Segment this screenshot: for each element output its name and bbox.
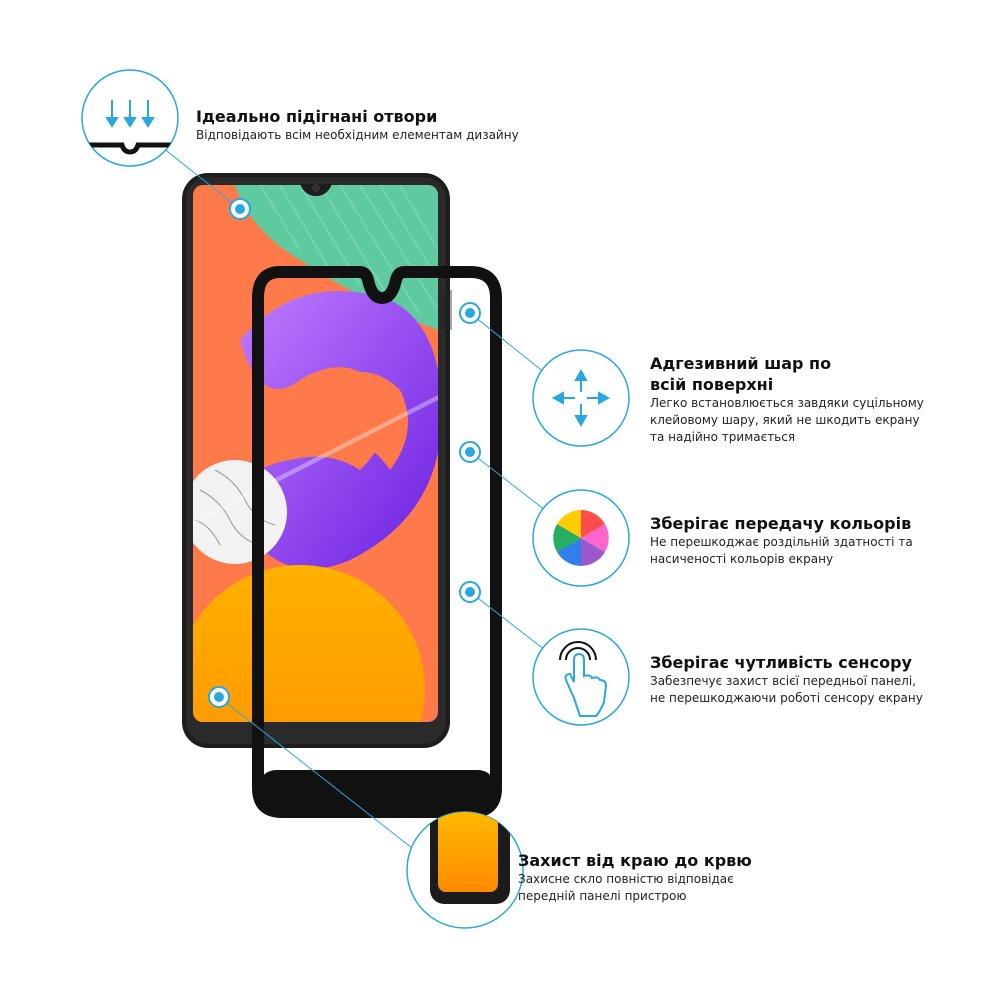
feature-desc-line: насиченості кольорів екрану [650,552,834,566]
feature-desc-line: Захисне скло повністю відповідає [518,872,734,886]
pointer-dots [208,198,481,708]
touch-hand-icon [532,628,630,726]
glass-frame [252,266,502,818]
pointer-dot [459,441,481,463]
pointer-dot [459,581,481,603]
feature-title-line: всій поверхні [650,375,774,394]
color-wheel-icon [532,489,630,587]
feature-title-line: Адгезивний шар по [650,354,832,373]
pointer-dot [459,302,481,324]
feature-title: Зберігає чутливість сенсору [650,653,912,672]
connector-lines [162,147,546,849]
feature-colors: Зберігає передачу кольорів Не перешкоджа… [650,513,980,568]
feature-desc-line: не перешкоджаючи роботі сенсору екрану [650,691,923,705]
feature-desc-line: Не перешкоджає роздільній здатності та [650,535,913,549]
feature-title: Ідеально підігнані отвори [196,107,438,126]
feature-desc-line: Забезпечує захист всієї передньої панелі… [650,674,916,688]
feature-title: Зберігає передачу кольорів [650,514,912,533]
pointer-dot [208,686,230,708]
feature-desc-line: та надійно тримається [650,430,796,444]
feature-touch: Зберігає чутливість сенсору Забезпечує з… [650,652,990,707]
move-arrows-icon [532,349,630,447]
feature-adhesive: Адгезивний шар по всій поверхні Легко вс… [650,353,980,446]
arrows-down-notch-icon [81,69,179,167]
feature-cutouts: Ідеально підігнані отвори Відповідають в… [196,106,556,144]
feature-desc-line: Легко встановлюється завдяки суцільному [650,396,924,410]
feature-edge: Захист від краю до крвю Захисне скло пов… [518,850,858,905]
feature-title: Захист від краю до крвю [518,851,752,870]
feature-desc-line: передній панелі пристрою [518,889,687,903]
feature-desc-line: клейовому шару, який не шкодить екрану [650,413,920,427]
edge-corner-icon [406,811,524,929]
feature-desc-line: Відповідають всім необхідним елементам д… [196,128,519,142]
pointer-dot [229,198,251,220]
